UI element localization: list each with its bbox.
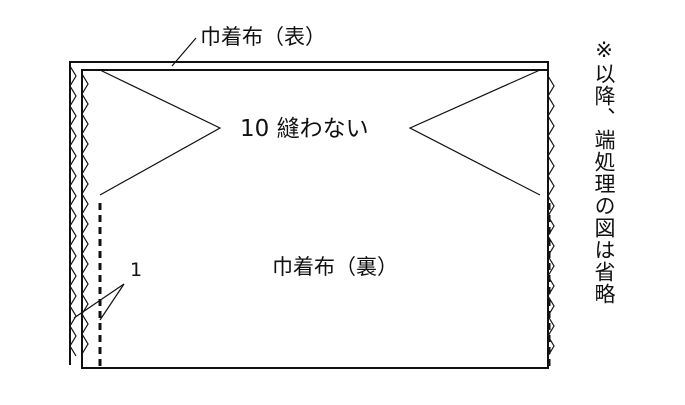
front-fabric-outline	[81, 69, 549, 369]
outer-fabric-leader	[171, 37, 197, 67]
seam-allowance-label: 1	[130, 259, 142, 281]
seam-allowance-leader-2	[99, 283, 125, 321]
no-sew-wedge-right	[408, 69, 541, 196]
zigzag-edge-left-back	[69, 65, 77, 357]
no-sew-wedge-left	[99, 69, 222, 196]
inner-fabric-label: 巾着布（裏）	[272, 255, 398, 279]
seam-allowance-leader-1	[73, 283, 125, 319]
back-fabric-outline	[69, 61, 549, 365]
edge-finish-note: ※以降、端処理の図は省略	[592, 38, 616, 305]
no-sew-label: 10 縫わない	[240, 116, 369, 142]
zigzag-edge-left-front	[81, 73, 89, 355]
outer-fabric-label: 巾着布（表）	[200, 25, 326, 49]
